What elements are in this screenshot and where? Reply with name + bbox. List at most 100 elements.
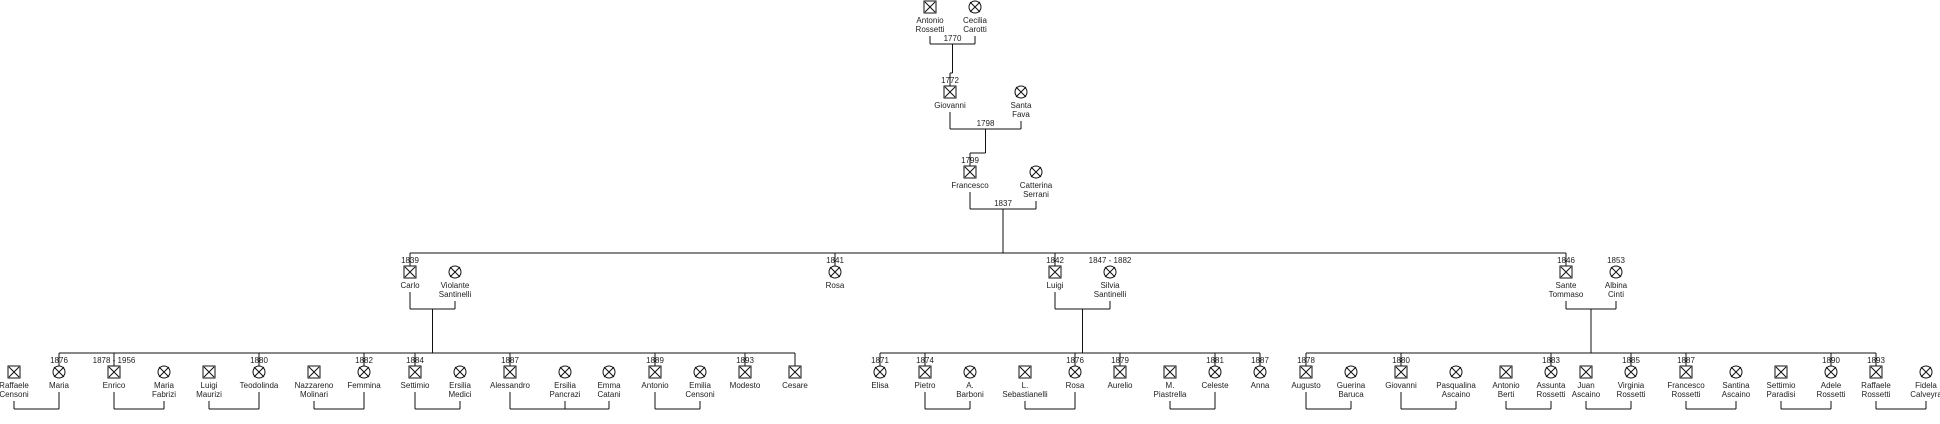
cross-mark <box>1164 366 1176 378</box>
person-name: Santa <box>1011 101 1032 110</box>
person-name: Silvia <box>1100 281 1120 290</box>
person-name: Calveyra <box>1910 390 1940 399</box>
person-name: Rossetti <box>1862 390 1891 399</box>
cross-mark <box>924 1 936 13</box>
person-name: Catani <box>597 390 620 399</box>
person-date: 1883 <box>1542 356 1560 365</box>
cross-mark <box>1104 266 1116 278</box>
person-name: Raffaele <box>0 381 29 390</box>
person-name: Rossetti <box>916 25 945 34</box>
person-name: Molinari <box>300 390 328 399</box>
cross-mark <box>969 1 981 13</box>
person-name: Aurelio <box>1108 381 1133 390</box>
cross-mark <box>253 366 265 378</box>
person-date: 1846 <box>1557 256 1575 265</box>
cross-mark <box>1580 366 1592 378</box>
person-date: 1876 <box>1066 356 1084 365</box>
person-name: Carotti <box>963 25 987 34</box>
cross-mark <box>404 266 416 278</box>
person-name: Francesco <box>951 181 989 190</box>
marriage-year: 1770 <box>944 34 962 43</box>
cross-mark <box>1450 366 1462 378</box>
person-name: Alessandro <box>490 381 531 390</box>
person-date: 1889 <box>646 356 664 365</box>
person-name: Cinti <box>1608 290 1624 299</box>
cross-mark <box>694 366 706 378</box>
person-name: Elisa <box>871 381 889 390</box>
person-name: Albina <box>1605 281 1628 290</box>
person-date: 1887 <box>1677 356 1695 365</box>
person-node: Cesare <box>782 365 808 390</box>
person-name: Francesco <box>1667 381 1705 390</box>
person-name: Assunta <box>1537 381 1566 390</box>
person-date: 1772 <box>941 76 959 85</box>
person-name: Anna <box>1251 381 1270 390</box>
person-name: Santinelli <box>1094 290 1127 299</box>
person-name: Baruca <box>1338 390 1364 399</box>
person-name: Pancrazi <box>549 390 580 399</box>
cross-mark <box>559 366 571 378</box>
person-name: Guerina <box>1337 381 1366 390</box>
cross-mark <box>1680 366 1692 378</box>
cross-mark <box>1019 366 1031 378</box>
person-date: 1876 <box>50 356 68 365</box>
cross-mark <box>1015 86 1027 98</box>
person-name: Raffaele <box>1861 381 1891 390</box>
cross-mark <box>944 86 956 98</box>
person-name: Ersilia <box>554 381 576 390</box>
person-name: Fidela <box>1915 381 1937 390</box>
cross-mark <box>409 366 421 378</box>
person-date: 1879 <box>1111 356 1129 365</box>
marriage-year: 1837 <box>994 199 1012 208</box>
cross-mark <box>358 366 370 378</box>
cross-mark <box>1030 166 1042 178</box>
person-name: Emma <box>597 381 621 390</box>
person-name: Antonio <box>641 381 669 390</box>
person-name: Cecilia <box>963 16 988 25</box>
person-date: 1884 <box>406 356 424 365</box>
cross-mark <box>1114 366 1126 378</box>
person-name: Carlo <box>400 281 420 290</box>
person-date: 1893 <box>1867 356 1885 365</box>
cross-mark <box>1209 366 1221 378</box>
cross-mark <box>1610 266 1622 278</box>
person-name: Tommaso <box>1549 290 1584 299</box>
cross-mark <box>1300 366 1312 378</box>
cross-mark <box>1870 366 1882 378</box>
cross-mark <box>1500 366 1512 378</box>
person-date: 1893 <box>736 356 754 365</box>
person-name: Giovanni <box>1385 381 1417 390</box>
person-name: Giovanni <box>934 101 966 110</box>
person-date: 1882 <box>355 356 373 365</box>
person-date: 1887 <box>501 356 519 365</box>
cross-mark <box>454 366 466 378</box>
person-name: Emilia <box>689 381 711 390</box>
cross-mark <box>649 366 661 378</box>
person-name: A. <box>966 381 974 390</box>
cross-mark <box>1825 366 1837 378</box>
cross-mark <box>1625 366 1637 378</box>
person-name: Violante <box>441 281 470 290</box>
person-name: Pasqualina <box>1436 381 1476 390</box>
cross-mark <box>108 366 120 378</box>
cross-mark <box>449 266 461 278</box>
person-name: Antonio <box>916 16 944 25</box>
person-name: M. <box>1166 381 1175 390</box>
